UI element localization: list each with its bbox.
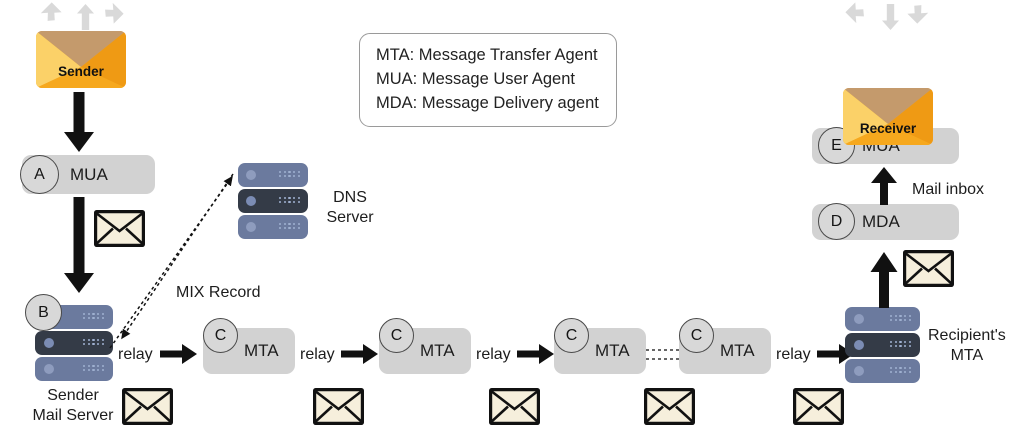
relay-label-1: relay [118, 346, 153, 363]
dns-server-rack [238, 163, 308, 239]
server-tier-middle [238, 189, 308, 213]
arrows-inward-icon [838, 2, 943, 34]
arrow-relay-2 [341, 344, 379, 364]
node-mta-1-label: MTA [244, 341, 279, 360]
badge-c-2: C [379, 318, 414, 353]
receiver-mail-label: Receiver [859, 121, 917, 136]
envelope-icon [903, 250, 954, 287]
arrows-outward-icon [33, 2, 138, 34]
envelope-icon [313, 388, 364, 425]
receiver-mail-icon: Receiver [843, 88, 933, 145]
legend-line-mta: MTA: Message Transfer Agent [376, 46, 598, 64]
sender-mail-server-label: Sender Mail Server [32, 387, 114, 425]
legend-box: MTA: Message Transfer Agent MUA: Message… [359, 33, 617, 128]
sender-mail-label: Sender [58, 64, 104, 79]
node-mta-2-label: MTA [420, 341, 455, 360]
node-mta-4-label: MTA [720, 341, 755, 360]
badge-b: B [25, 294, 62, 331]
badge-a: A [20, 155, 59, 194]
dns-query-arrows [100, 160, 260, 350]
mix-record-label: MIX Record [176, 284, 261, 301]
dns-server-label: DNS Server [326, 189, 374, 227]
envelope-icon [793, 388, 844, 425]
server-tier-top [238, 163, 308, 187]
badge-d: D [818, 203, 855, 240]
legend-line-mda: MDA: Message Delivery agent [376, 93, 599, 112]
arrow-relay-4 [817, 344, 855, 364]
envelope-icon [644, 388, 695, 425]
badge-c-3: C [554, 318, 589, 353]
mail-inbox-label: Mail inbox [912, 181, 985, 198]
relay-label-3: relay [476, 346, 511, 363]
arrow-mta-to-mda [869, 250, 899, 308]
sender-mail-icon: Sender [36, 31, 126, 88]
relay-label-2: relay [300, 346, 335, 363]
server-tier-top [845, 307, 920, 331]
badge-c-1: C [203, 318, 238, 353]
server-tier-middle [845, 333, 920, 357]
server-tier-bottom [35, 357, 113, 381]
relay-label-4: relay [776, 346, 811, 363]
arrow-relay-3 [517, 344, 555, 364]
node-mta-3-label: MTA [595, 341, 630, 360]
server-tier-bottom [238, 215, 308, 239]
server-tier-bottom [845, 359, 920, 383]
chain-continuation-dots [646, 345, 679, 363]
arrow-relay-1 [160, 344, 198, 364]
arrow-sender-to-mua [62, 92, 96, 154]
recipient-mta-rack [845, 307, 920, 383]
recipient-mta-label: Recipient's MTA [928, 327, 1006, 365]
envelope-icon [489, 388, 540, 425]
node-mda-label: MDA [862, 212, 900, 231]
badge-c-4: C [679, 318, 714, 353]
legend-line-mua: MUA: Message User Agent [376, 69, 575, 88]
node-sender-mua-label: MUA [70, 164, 108, 184]
arrow-mua-to-mailserver [62, 197, 96, 295]
arrow-mda-to-mua [869, 165, 899, 205]
envelope-icon [122, 388, 173, 425]
server-tier-middle [35, 331, 113, 355]
envelope-icon [94, 210, 145, 247]
